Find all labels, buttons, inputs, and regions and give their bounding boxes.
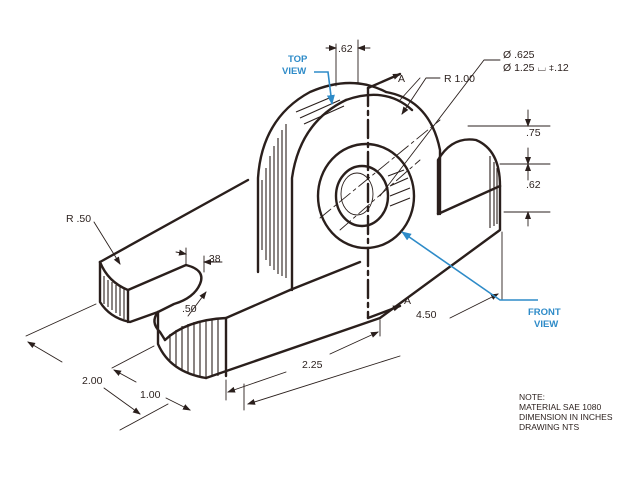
dim-450: 4.50 [416,309,437,321]
top-view-callout: TOP VIEW [282,54,335,105]
front-view-label-1: FRONT [528,307,561,318]
center-lines [319,119,441,231]
section-line-a [366,72,402,320]
dim-200: 2.00 [82,375,103,387]
front-end-shading [169,318,219,377]
note-title: NOTE: [519,392,545,402]
front-view-label-2: VIEW [534,319,558,330]
dim-radius-050: R .50 [66,213,91,225]
dim-radius-100: R 1.00 [444,73,475,85]
dim-100: 1.00 [140,389,161,401]
drawing-note: NOTE: MATERIAL SAE 1080 DIMENSION IN INC… [519,392,623,432]
top-view-label-2: VIEW [282,66,306,77]
upright-block [256,81,442,292]
dim-050: .50 [182,303,197,315]
dim-225: 2.25 [302,359,323,371]
top-view-label-1: TOP [288,54,308,65]
right-end-shading [489,156,498,228]
section-label-a-top: A [398,73,405,85]
dimension-lines [25,39,551,431]
top-view-arrow [314,71,335,105]
upright-shading [261,95,411,278]
note-line-2: DIMENSION IN INCHES [519,412,613,422]
base-block [98,138,502,380]
dim-075: .75 [526,127,541,139]
dim-062-top: .62 [338,43,353,55]
note-line-1: MATERIAL SAE 1080 [519,402,602,412]
left-end-shading [103,276,125,319]
dim-038: .38 [206,253,221,265]
section-label-a-bottom: A [404,295,411,307]
front-view-callout: FRONT VIEW [401,231,561,330]
note-line-3: DRAWING NTS [519,422,580,432]
front-view-arrow [401,231,538,301]
dim-062-right: .62 [526,179,541,191]
dim-hole-dia: Ø .625 [503,49,535,61]
dim-cbore: Ø 1.25 ⌴ ⧧.12 [503,62,569,74]
